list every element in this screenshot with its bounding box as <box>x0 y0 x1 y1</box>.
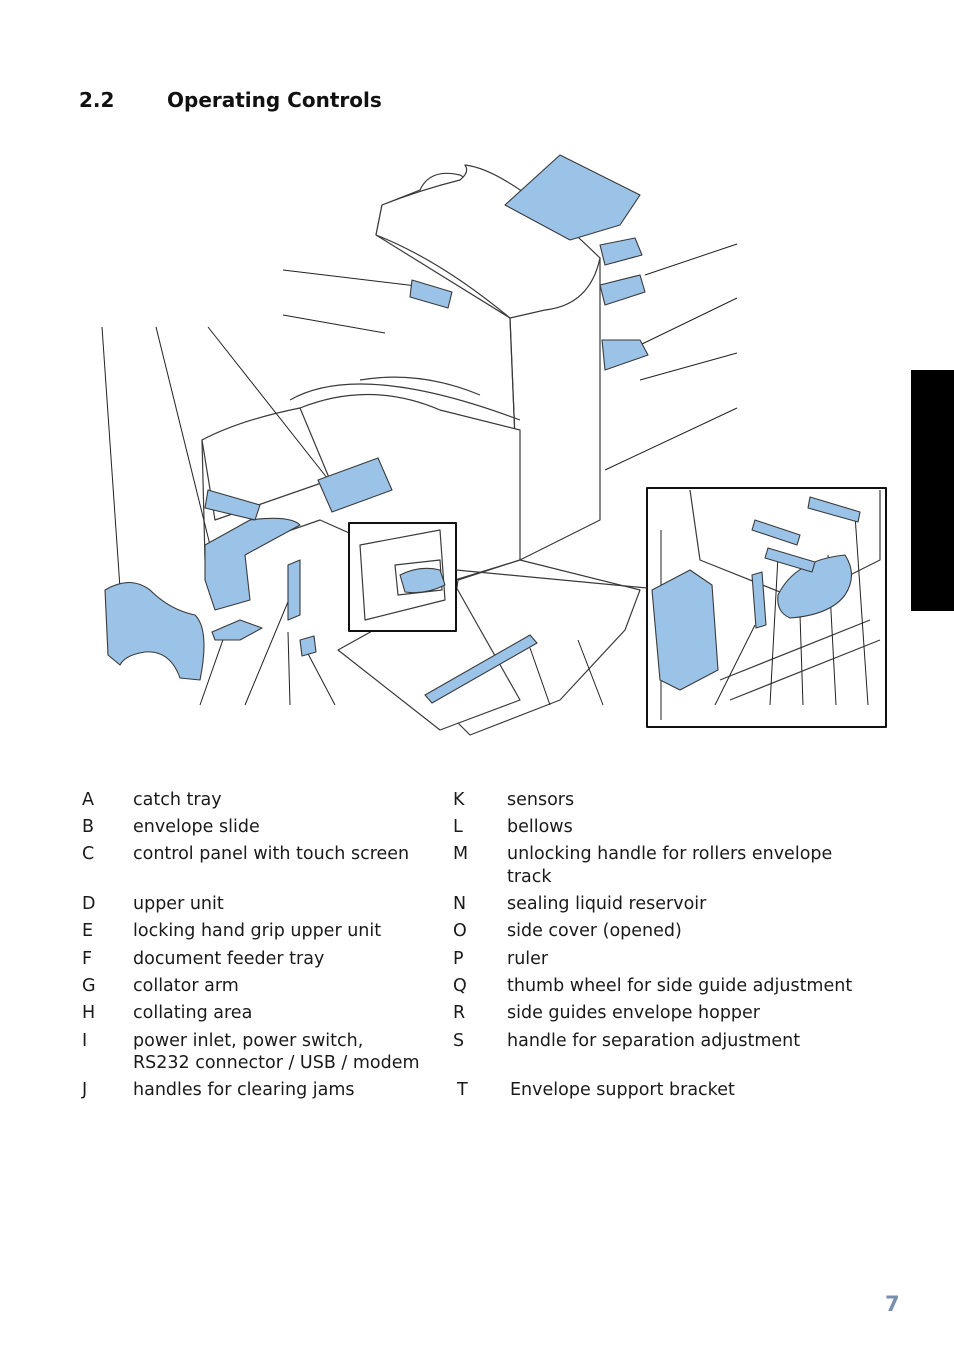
legend-letter: K <box>453 790 465 810</box>
handle-unlock-rollers <box>751 519 801 546</box>
legend-text: collating area <box>133 1003 253 1023</box>
legend-letter: L <box>453 817 463 837</box>
legend-text: power inlet, power switch, <box>133 1031 364 1051</box>
legend-text: sealing liquid reservoir <box>507 894 707 914</box>
legend-letter: N <box>453 894 467 914</box>
legend-text: control panel with touch screen <box>133 844 410 864</box>
page-number: 7 <box>885 1292 900 1316</box>
envelope-slide <box>204 517 301 611</box>
legend-letter: D <box>82 894 96 914</box>
legend-text: locking hand grip upper unit <box>133 921 382 941</box>
chapter-tab <box>911 370 954 611</box>
legend-letter: T <box>457 1080 468 1100</box>
legend-text: bellows <box>507 817 573 837</box>
legend-text: sensors <box>507 790 575 810</box>
legend-text: collator arm <box>133 976 239 996</box>
legend-text: track <box>507 867 552 887</box>
ruler <box>424 634 538 704</box>
section-number: 2.2 <box>79 88 115 112</box>
legend-letter: Q <box>453 976 467 996</box>
feeder-tray-2 <box>599 237 643 266</box>
legend-letter: A <box>82 790 94 810</box>
inset-sensor <box>751 571 767 629</box>
feeder-tray-3 <box>599 274 646 306</box>
handle-separation <box>807 496 861 523</box>
legend-letter: C <box>82 844 95 864</box>
legend-text: Envelope support bracket <box>510 1080 735 1100</box>
legend-letter: O <box>453 921 467 941</box>
legend-text: side cover (opened) <box>507 921 682 941</box>
feeder-tray-1 <box>504 154 641 241</box>
section-heading: 2.2 Operating Controls <box>79 88 382 112</box>
side-guide <box>204 489 261 521</box>
catch-tray <box>104 581 205 681</box>
legend-letter: G <box>82 976 96 996</box>
legend-letter: S <box>453 1031 465 1051</box>
document-feeder-tray <box>211 619 263 641</box>
legend-letter: I <box>82 1031 88 1051</box>
thumb-wheel <box>299 635 317 657</box>
legend-text: ruler <box>507 949 549 969</box>
sealing-liquid-reservoir <box>651 569 719 691</box>
inset-small-bottle <box>399 567 446 594</box>
legend-letter: B <box>82 817 95 837</box>
machine-illustration <box>101 154 887 736</box>
legend-letter: F <box>82 949 93 969</box>
legend-text: document feeder tray <box>133 949 325 969</box>
locking-hand-grip <box>409 279 453 309</box>
legend-letter: M <box>453 844 469 864</box>
legend-text: catch tray <box>133 790 222 810</box>
side-guides-hopper <box>764 547 816 573</box>
envelope-track <box>601 339 649 371</box>
control-panel-screen <box>317 457 393 513</box>
legend-text: side guides envelope hopper <box>507 1003 760 1023</box>
section-title: Operating Controls <box>167 88 382 112</box>
legend-text: thumb wheel for side guide adjustment <box>507 976 853 996</box>
collator-arm <box>287 559 301 621</box>
legend-letter: R <box>453 1003 466 1023</box>
legend-text: envelope slide <box>133 817 260 837</box>
legend-letter: J <box>82 1080 88 1100</box>
legend-text: upper unit <box>133 894 224 914</box>
legend-letter: P <box>453 949 464 969</box>
legend-letter: H <box>82 1003 96 1023</box>
legend-text: handle for separation adjustment <box>507 1031 801 1051</box>
legend-letter: E <box>82 921 94 941</box>
legend-text: unlocking handle for rollers envelope <box>507 844 833 864</box>
legend-text: RS232 connector / USB / modem <box>133 1053 420 1073</box>
legend-text: handles for clearing jams <box>133 1080 355 1100</box>
